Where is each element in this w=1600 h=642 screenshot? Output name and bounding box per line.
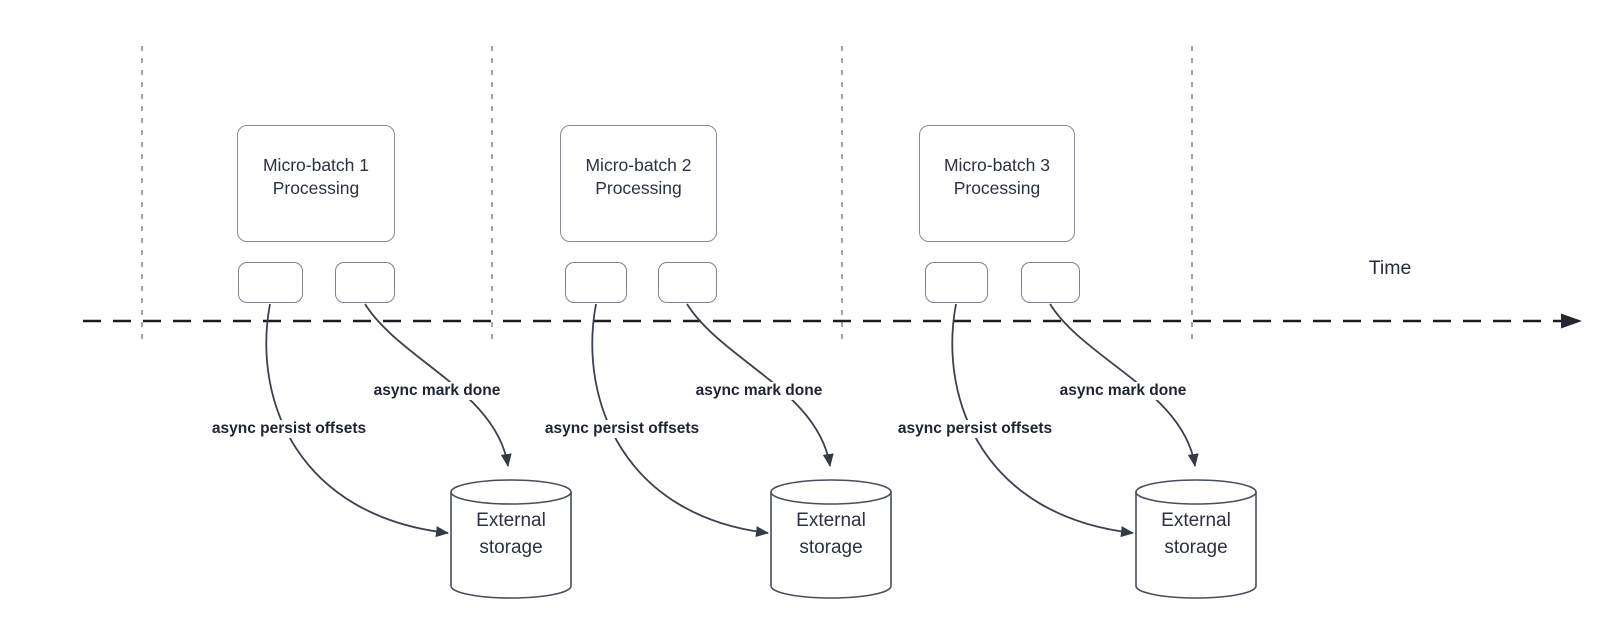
batch3-storage-label: External storage [1161,510,1231,558]
batch2-title-line1: Micro-batch 2 [585,154,692,175]
batch3-mark-done-arrow [1049,303,1199,467]
batch3-persist-offsets-arrow [951,303,1134,538]
batch3-title-line1: Micro-batch 3 [943,154,1050,175]
cylinder-body [770,492,892,599]
batch3-subtask-box-right [1021,262,1080,303]
batch3-mark-done-label: async mark done [1056,382,1190,400]
batch1-subtask-box-right [335,262,395,303]
cylinder-body [1135,492,1257,599]
batch2-storage-label: External storage [796,510,866,558]
batch2-mark-done-arrow [686,303,834,467]
batch3-persist-offsets-label: async persist offsets [894,420,1056,438]
batch1-storage-cylinder [450,479,572,599]
batch2-mark-done-label: async mark done [692,382,826,400]
batch2-persist-offsets-label: async persist offsets [541,420,703,438]
batch2-processing-box: Micro-batch 2 Processing [560,125,717,242]
batch1-mark-done-label: async mark done [370,382,504,400]
batch2-storage-cylinder [770,479,892,599]
batch1-subtask-box-left [238,262,303,303]
batch3-storage-cylinder [1135,479,1257,599]
cylinder-top [770,479,892,505]
batch1-title-line1: Micro-batch 1 [262,154,369,175]
batch2-subtask-box-right [658,262,717,303]
time-label: Time [1368,257,1412,279]
cylinder-body [450,492,572,599]
batch1-title-line2: Processing [272,177,360,198]
batch2-persist-offsets-arrow [591,303,769,538]
batch1-persist-offsets-arrow [265,303,449,538]
batch2-title-line2: Processing [595,177,682,198]
batch3-title-line2: Processing [953,177,1041,198]
batch3-processing-box: Micro-batch 3 Processing [919,125,1075,242]
batch1-mark-done-arrow [364,303,512,467]
batch1-storage-label: External storage [476,510,546,558]
cylinder-top [1135,479,1257,505]
batch1-processing-box: Micro-batch 1 Processing [237,125,395,242]
batch1-persist-offsets-label: async persist offsets [208,420,370,438]
cylinder-top [450,479,572,505]
batch3-subtask-box-left [925,262,988,303]
batch2-subtask-box-left [565,262,627,303]
